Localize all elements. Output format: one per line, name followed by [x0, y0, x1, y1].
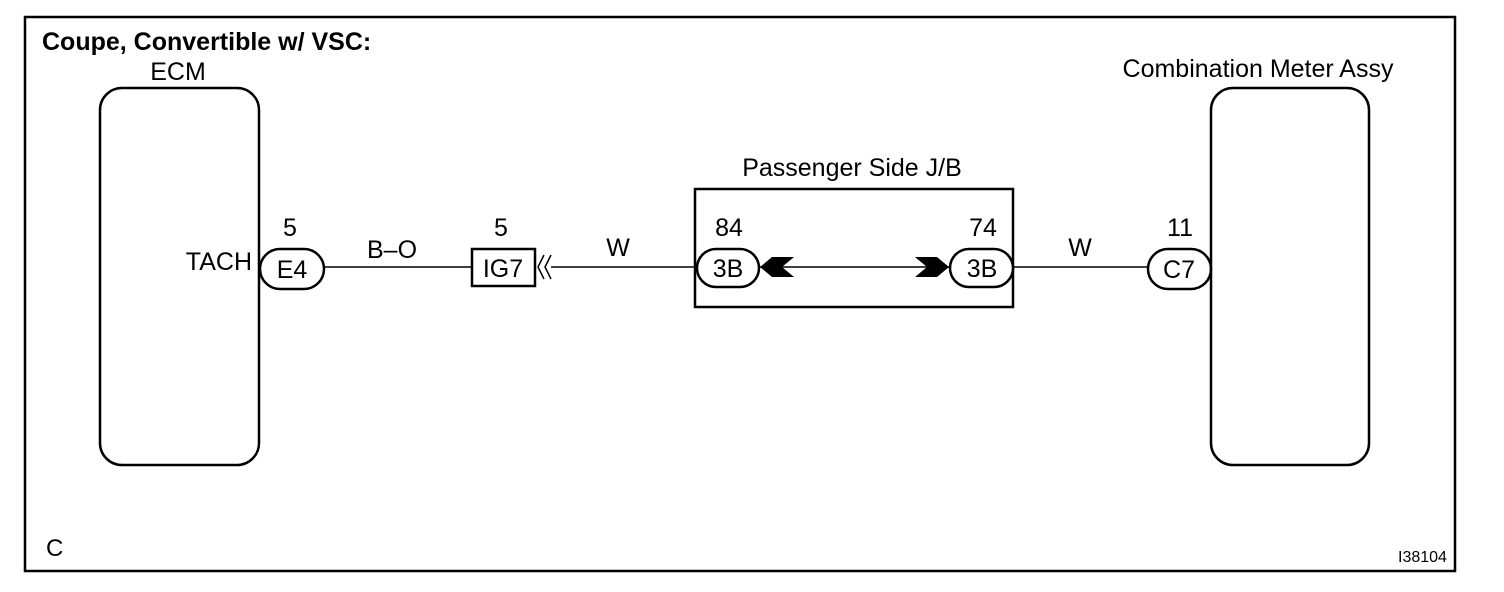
meter-label: Combination Meter Assy — [1123, 55, 1394, 83]
meter-box — [1209, 86, 1371, 467]
ig7-connector-pin: 5 — [494, 214, 508, 242]
jb-right-connector-pin: 74 — [969, 214, 997, 242]
ig7-connector-id: IG7 — [483, 255, 523, 283]
ecm-connector — [258, 247, 326, 291]
ecm-label: ECM — [150, 58, 206, 86]
ecm-connector-pin: 5 — [283, 214, 297, 242]
junction-block-label: Passenger Side J/B — [742, 154, 962, 182]
jb-right-connector-id: 3B — [967, 255, 998, 283]
wire-color-w-right: W — [1068, 234, 1092, 262]
diagram-title: Coupe, Convertible w/ VSC: — [42, 28, 371, 56]
jb-right-connector — [948, 247, 1015, 289]
jb-left-terminal-chevron — [760, 257, 794, 277]
wire-color-w-left: W — [606, 234, 630, 262]
meter-connector-id: C7 — [1163, 256, 1195, 284]
ecm-connector-id: E4 — [277, 256, 308, 284]
ecm-box — [98, 86, 261, 467]
jb-right-terminal-chevron — [915, 257, 949, 277]
ig7-plug-chevrons — [537, 254, 552, 280]
jb-left-connector — [695, 247, 761, 289]
ig7-connector — [470, 247, 537, 288]
wire-color-b-o: B–O — [367, 236, 417, 264]
meter-connector-pin: 11 — [1167, 214, 1193, 242]
ecm-terminal-label: TACH — [186, 248, 252, 276]
figure-id: I38104 — [1398, 549, 1447, 566]
diagram-frame — [23, 15, 1457, 573]
junction-block-box — [693, 187, 1015, 309]
jb-left-connector-id: 3B — [713, 255, 744, 283]
jb-left-connector-pin: 84 — [715, 214, 743, 242]
corner-label: C — [46, 535, 63, 562]
